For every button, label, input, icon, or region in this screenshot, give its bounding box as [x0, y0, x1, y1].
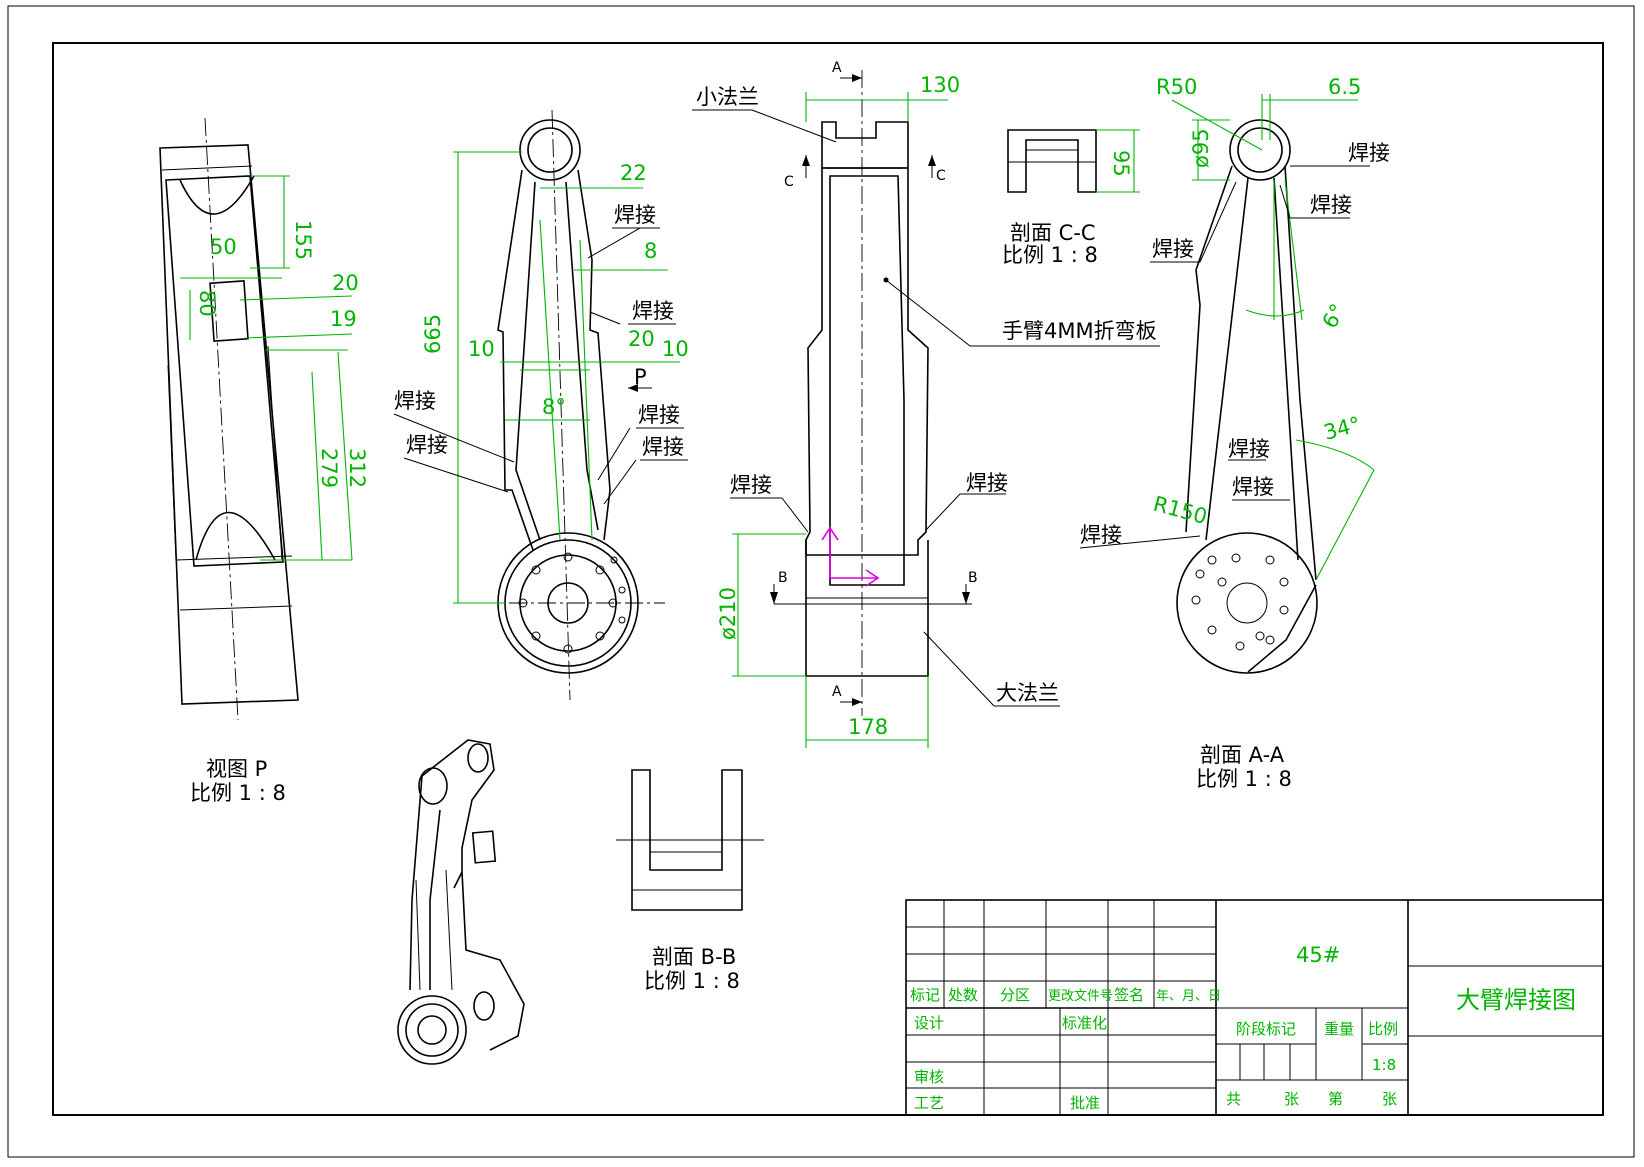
sec-c-left: C	[784, 174, 794, 190]
section-aa-name: 剖面 A-A	[1200, 743, 1285, 767]
dim-80: 80	[195, 290, 219, 317]
weld-label-12: 焊接	[1228, 437, 1270, 461]
weld-label-10: 焊接	[1310, 193, 1352, 217]
tb-row-review: 审核	[914, 1068, 944, 1086]
dim-r150: R150	[1151, 492, 1210, 529]
section-bb-scale: 比例 1 : 8	[644, 969, 740, 993]
aa-bolt-holes	[1191, 553, 1289, 651]
sec-b-right: B	[968, 570, 978, 586]
dim-20-front: 20	[628, 327, 655, 351]
weld-label-2: 焊接	[632, 299, 674, 323]
tb-row-process: 工艺	[914, 1094, 944, 1112]
weld-label-13: 焊接	[1232, 475, 1274, 499]
tb-col-doc: 更改文件号	[1048, 989, 1113, 1004]
tb-col-sign: 签名	[1114, 986, 1144, 1004]
dim-r50: R50	[1156, 75, 1197, 99]
tb-row-design: 设计	[914, 1014, 944, 1032]
tb-material: 45#	[1296, 943, 1340, 967]
weld-label-1: 焊接	[614, 203, 656, 227]
ucs-icon	[821, 526, 880, 587]
tb-sheet-unit-1: 张	[1284, 1090, 1299, 1108]
dim-8deg: 8°	[542, 395, 566, 419]
view-p-name: 视图 P	[206, 757, 267, 781]
dim-d95: ø95	[1189, 128, 1213, 168]
tb-col-zone: 分区	[1000, 986, 1030, 1004]
tb-scale-value: 1:8	[1372, 1056, 1396, 1074]
dim-20-side: 20	[332, 271, 359, 295]
section-bb-name: 剖面 B-B	[652, 945, 736, 969]
weld-label-8: 焊接	[966, 471, 1008, 495]
tb-row-approve: 批准	[1070, 1094, 1100, 1112]
big-flange-label: 大法兰	[996, 681, 1059, 705]
section-cc: 95 剖面 C-C 比例 1 : 8	[1002, 129, 1140, 267]
tb-total: 共	[1226, 1090, 1241, 1108]
inner-frame	[52, 42, 1604, 1116]
tb-col-date: 年、月、日	[1156, 989, 1221, 1004]
tb-stage-mark: 阶段标记	[1236, 1020, 1296, 1038]
outer-border	[7, 5, 1635, 1158]
dim-665: 665	[421, 314, 445, 354]
weld-label-11: 焊接	[1152, 237, 1194, 261]
small-flange-label: 小法兰	[696, 85, 759, 109]
dim-130: 130	[920, 73, 960, 97]
sec-b-left: B	[778, 570, 788, 586]
dim-19: 19	[330, 307, 357, 331]
dim-8: 8	[644, 239, 657, 263]
dim-312: 312	[345, 448, 369, 488]
dim-178: 178	[848, 715, 888, 739]
section-aa-scale: 比例 1 : 8	[1196, 767, 1292, 791]
tb-col-mark: 标记	[910, 986, 940, 1004]
section-cc-scale: 比例 1 : 8	[1002, 243, 1098, 267]
weld-label-6: 焊接	[406, 433, 448, 457]
section-bb: 剖面 B-B 比例 1 : 8	[616, 769, 764, 993]
arm-plate-label: 手臂4MM折弯板	[1002, 319, 1157, 343]
section-cc-name: 剖面 C-C	[1010, 221, 1096, 245]
tb-scale-label: 比例	[1368, 1020, 1398, 1038]
tb-nth: 第	[1328, 1090, 1343, 1108]
tb-col-count: 处数	[948, 986, 978, 1004]
dim-22: 22	[620, 161, 647, 185]
dim-155: 155	[291, 220, 315, 260]
dim-95-cc: 95	[1109, 150, 1133, 177]
sec-a-top: A	[832, 60, 842, 76]
tb-drawing-title: 大臂焊接图	[1456, 986, 1576, 1014]
dim-34deg: 34°	[1321, 412, 1363, 445]
tb-weight: 重量	[1324, 1020, 1354, 1038]
weld-label-4: 焊接	[642, 435, 684, 459]
title-block: 标记 处数 分区 更改文件号 签名 年、月、日 设计 标准化 审核 工艺 批准 …	[905, 899, 1604, 1116]
weld-label-7: 焊接	[730, 473, 772, 497]
dim-6-5: 6.5	[1328, 75, 1361, 99]
front-view: 665 22 8 10 20 10 8° 焊接 焊接 焊接 焊接 焊接 焊接 P	[393, 109, 689, 701]
weld-label-14: 焊接	[1080, 523, 1122, 547]
sec-c-right: C	[936, 168, 946, 184]
weld-label-3: 焊接	[638, 403, 680, 427]
dim-6deg: 6°	[1318, 300, 1351, 333]
tb-row-standard: 标准化	[1062, 1014, 1107, 1032]
isometric-view	[397, 739, 525, 1065]
tb-sheet-unit-2: 张	[1382, 1090, 1397, 1108]
dim-279: 279	[317, 448, 341, 488]
view-p-scale: 比例 1 : 8	[190, 781, 286, 805]
view-marker-p: P	[634, 365, 647, 389]
dim-10-left: 10	[468, 337, 495, 361]
view-p: 155 50 80 20 19 279 312 视图 P 比例 1 : 8	[159, 117, 369, 805]
sec-a-bottom: A	[832, 684, 842, 700]
middle-view: A A C C B B 130 ø210 178 小法兰 手臂4MM折弯板 大法…	[692, 60, 1160, 748]
weld-label-9: 焊接	[1348, 141, 1390, 165]
dim-50: 50	[210, 235, 237, 259]
section-aa: R50 6.5 ø95 6° 34° R150 焊接 焊接 焊接 焊接 焊接 焊…	[1079, 75, 1390, 791]
weld-label-5: 焊接	[394, 389, 436, 413]
dim-210: ø210	[716, 587, 740, 640]
dim-10-right: 10	[662, 337, 689, 361]
front-bolt-holes	[518, 552, 626, 654]
